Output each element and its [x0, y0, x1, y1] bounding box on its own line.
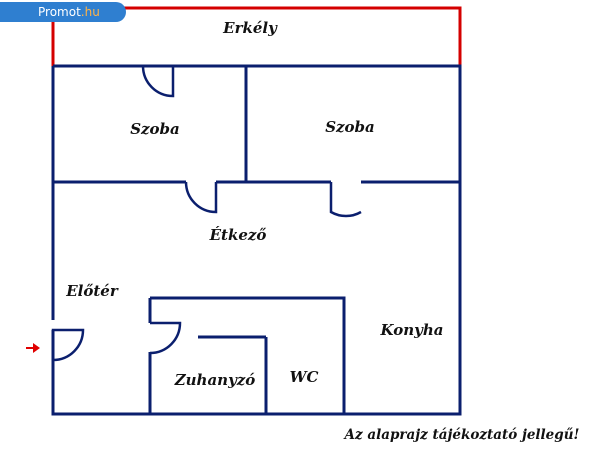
- watermark-badge[interactable]: Promot.hu: [0, 2, 126, 22]
- room-label-wc: WC: [290, 368, 319, 386]
- room-label-balcony: Erkély: [222, 19, 278, 37]
- door-balcony-left: [141, 65, 175, 98]
- room-label-kitchen: Konyha: [380, 321, 444, 339]
- wall-bathroom-block: [148, 296, 346, 414]
- door-room-left: [184, 181, 218, 214]
- door-bathroom: [149, 321, 182, 355]
- door-entrance: [51, 328, 85, 362]
- room-label-room-right: Szoba: [325, 118, 375, 136]
- outer-wall: [51, 64, 462, 416]
- room-label-room-left: Szoba: [130, 120, 180, 138]
- room-label-dining: Étkező: [209, 226, 267, 244]
- watermark-tld: .hu: [80, 5, 100, 19]
- balcony-railing: [51, 6, 462, 66]
- watermark-brand: Promot: [38, 5, 81, 19]
- room-label-shower: Zuhanyzó: [174, 371, 256, 389]
- room-label-hall: Előtér: [65, 282, 119, 300]
- door-room-right: [329, 182, 362, 218]
- entrance-arrow-icon: [26, 343, 40, 353]
- disclaimer-text: Az alaprajz tájékoztató jellegű!: [343, 427, 580, 443]
